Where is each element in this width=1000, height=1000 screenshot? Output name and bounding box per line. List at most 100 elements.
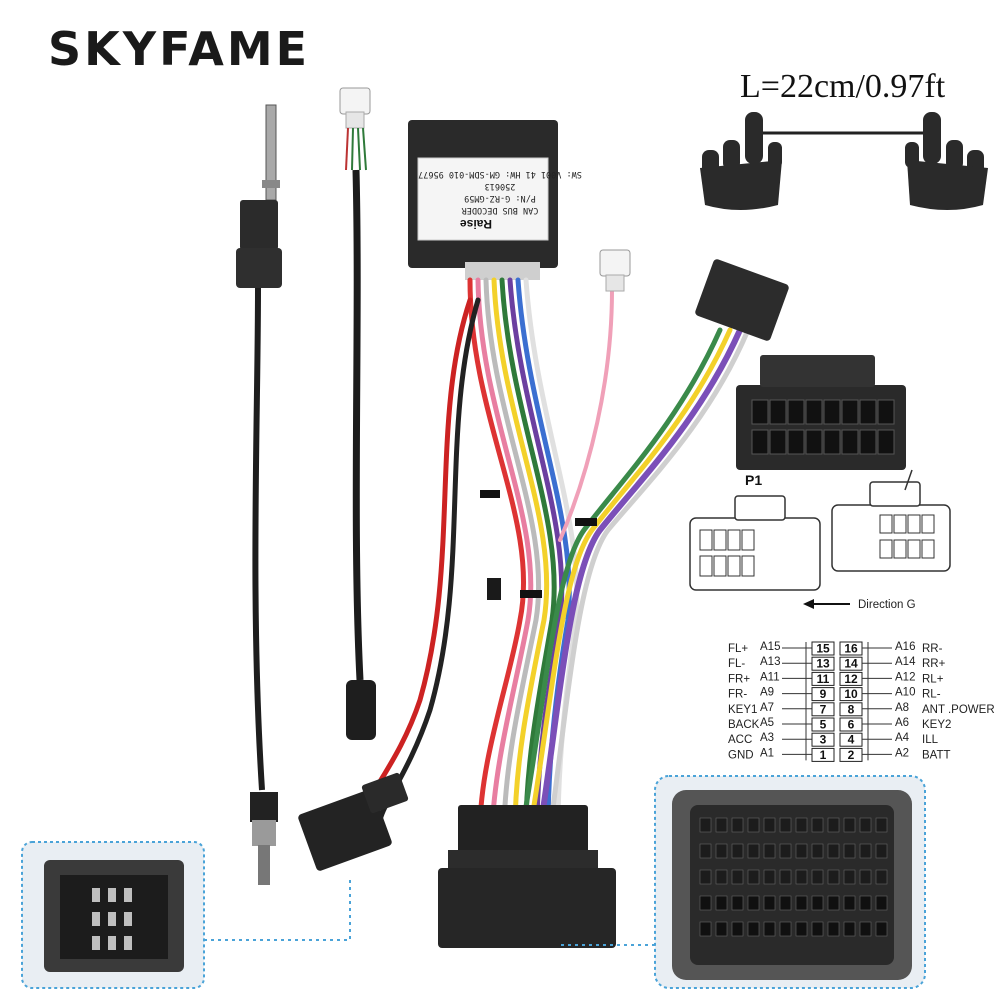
pin-right-label: RR+ bbox=[922, 658, 946, 670]
pin-left-code: A9 bbox=[760, 687, 774, 699]
antenna-adapter bbox=[236, 104, 282, 885]
pin-right-code: A2 bbox=[895, 747, 909, 759]
connector-pin-slot bbox=[763, 895, 776, 911]
connector-pin-slot bbox=[715, 817, 728, 833]
connector-pin-slot bbox=[763, 843, 776, 859]
pin-left-label: FL- bbox=[728, 658, 745, 670]
connector-pin-slot bbox=[811, 869, 824, 885]
pin-right-label: KEY2 bbox=[922, 719, 951, 731]
pin-number: 14 bbox=[844, 657, 858, 671]
connector-pin-slot bbox=[715, 895, 728, 911]
connector-pin-slot bbox=[843, 843, 856, 859]
connector-pin-slot bbox=[699, 921, 712, 937]
white-plug-small bbox=[599, 249, 631, 292]
pin-left-code: A1 bbox=[760, 747, 774, 759]
pin-left-label: GND bbox=[728, 749, 754, 761]
connector-pin-slot bbox=[843, 895, 856, 911]
pin-left-label: FR- bbox=[728, 689, 747, 701]
connector-pin-slot bbox=[795, 869, 808, 885]
pin-right-code: A12 bbox=[895, 671, 915, 683]
connector-pin-slot bbox=[731, 843, 744, 859]
black-connector-small bbox=[298, 772, 409, 871]
pin-right-code: A6 bbox=[895, 717, 909, 729]
pin-right-label: RL- bbox=[922, 689, 941, 701]
pin-number: 4 bbox=[848, 733, 855, 747]
decoder-brand: Raise bbox=[460, 217, 492, 231]
pin-cell bbox=[811, 747, 835, 762]
connector-pin-slot bbox=[795, 843, 808, 859]
pin-cell bbox=[811, 656, 835, 671]
connector-pin-slot bbox=[747, 817, 760, 833]
connector-pin-slot bbox=[843, 921, 856, 937]
connector-pin-slot bbox=[811, 817, 824, 833]
pin-number: 15 bbox=[816, 642, 830, 656]
connector-pin-slot bbox=[747, 921, 760, 937]
pin-number: 2 bbox=[848, 748, 855, 762]
hand-icon-left bbox=[700, 112, 782, 210]
connector-pin-slot bbox=[795, 921, 808, 937]
connector-pin-slot bbox=[747, 843, 760, 859]
connector-pin-slot bbox=[731, 921, 744, 937]
connector-pin-slot bbox=[699, 895, 712, 911]
pin-right-code: A4 bbox=[895, 732, 910, 744]
pin-cell bbox=[811, 641, 835, 656]
pin-number: 7 bbox=[820, 702, 827, 716]
brand-logo: SKYFAME bbox=[48, 22, 311, 76]
pin-left-code: A11 bbox=[760, 671, 780, 683]
connector-p1-illustration: P1 bbox=[736, 355, 906, 488]
pin-right-label: ILL bbox=[922, 734, 939, 746]
connector-pin-slot bbox=[747, 895, 760, 911]
direction-label: Direction G bbox=[858, 599, 916, 611]
connector-pin-slot bbox=[827, 921, 840, 937]
connector-pin-slot bbox=[811, 895, 824, 911]
pin-number: 8 bbox=[848, 702, 855, 716]
connector-pin-slot bbox=[875, 843, 888, 859]
connector-pin-slot bbox=[763, 817, 776, 833]
pin-cell bbox=[811, 717, 835, 732]
connector-pin-slot bbox=[699, 843, 712, 859]
vehicle-connector bbox=[438, 805, 616, 948]
pin-left-code: A7 bbox=[760, 702, 774, 714]
connector-outline-right bbox=[831, 469, 951, 572]
connector-pin-slot bbox=[715, 869, 728, 885]
pin-cell bbox=[811, 702, 835, 717]
cable-ties bbox=[480, 490, 597, 600]
pin-number: 13 bbox=[816, 657, 830, 671]
pin-left-label: FR+ bbox=[728, 673, 750, 685]
connector-pin-slot bbox=[827, 817, 840, 833]
connector-pin-slot bbox=[795, 817, 808, 833]
pin-left-code: A3 bbox=[760, 732, 774, 744]
decoder-lot: 250613 bbox=[485, 181, 516, 191]
iso-connector-plug bbox=[695, 259, 789, 341]
connector-pin-slot bbox=[811, 921, 824, 937]
hand-icon-right bbox=[905, 112, 988, 210]
connector-outline-left bbox=[689, 495, 821, 591]
pin-number: 10 bbox=[844, 687, 858, 701]
pin-cell bbox=[811, 671, 835, 686]
cable-length-label: L=22cm/0.97ft bbox=[740, 68, 946, 105]
connector-pin-slot bbox=[779, 869, 792, 885]
pin-right-code: A16 bbox=[895, 641, 915, 653]
connector-pin-slot bbox=[843, 817, 856, 833]
pin-left-code: A13 bbox=[760, 656, 780, 668]
connector-pin-slot bbox=[763, 921, 776, 937]
aux-cable bbox=[339, 87, 376, 740]
pin-number: 12 bbox=[844, 672, 858, 686]
arrow-left-icon bbox=[803, 599, 814, 609]
pin-right-label: ANT .POWER bbox=[922, 704, 995, 716]
connector-pin-slot bbox=[795, 895, 808, 911]
connector-pin-slot bbox=[731, 817, 744, 833]
connector-pin-slot bbox=[859, 817, 872, 833]
wire-bundle bbox=[357, 277, 751, 833]
connector-pin-slot bbox=[731, 895, 744, 911]
inset-antenna-connector bbox=[21, 841, 351, 989]
connector-pin-slot bbox=[715, 843, 728, 859]
pin-left-label: BACK bbox=[728, 719, 760, 731]
connector-pin-slot bbox=[699, 869, 712, 885]
pin-number: 1 bbox=[820, 748, 827, 762]
pin-left-code: A5 bbox=[760, 717, 774, 729]
pin-left-label: KEY1 bbox=[728, 704, 757, 716]
connector-pin-slot bbox=[699, 817, 712, 833]
direction-indicator: Direction G bbox=[803, 599, 916, 611]
